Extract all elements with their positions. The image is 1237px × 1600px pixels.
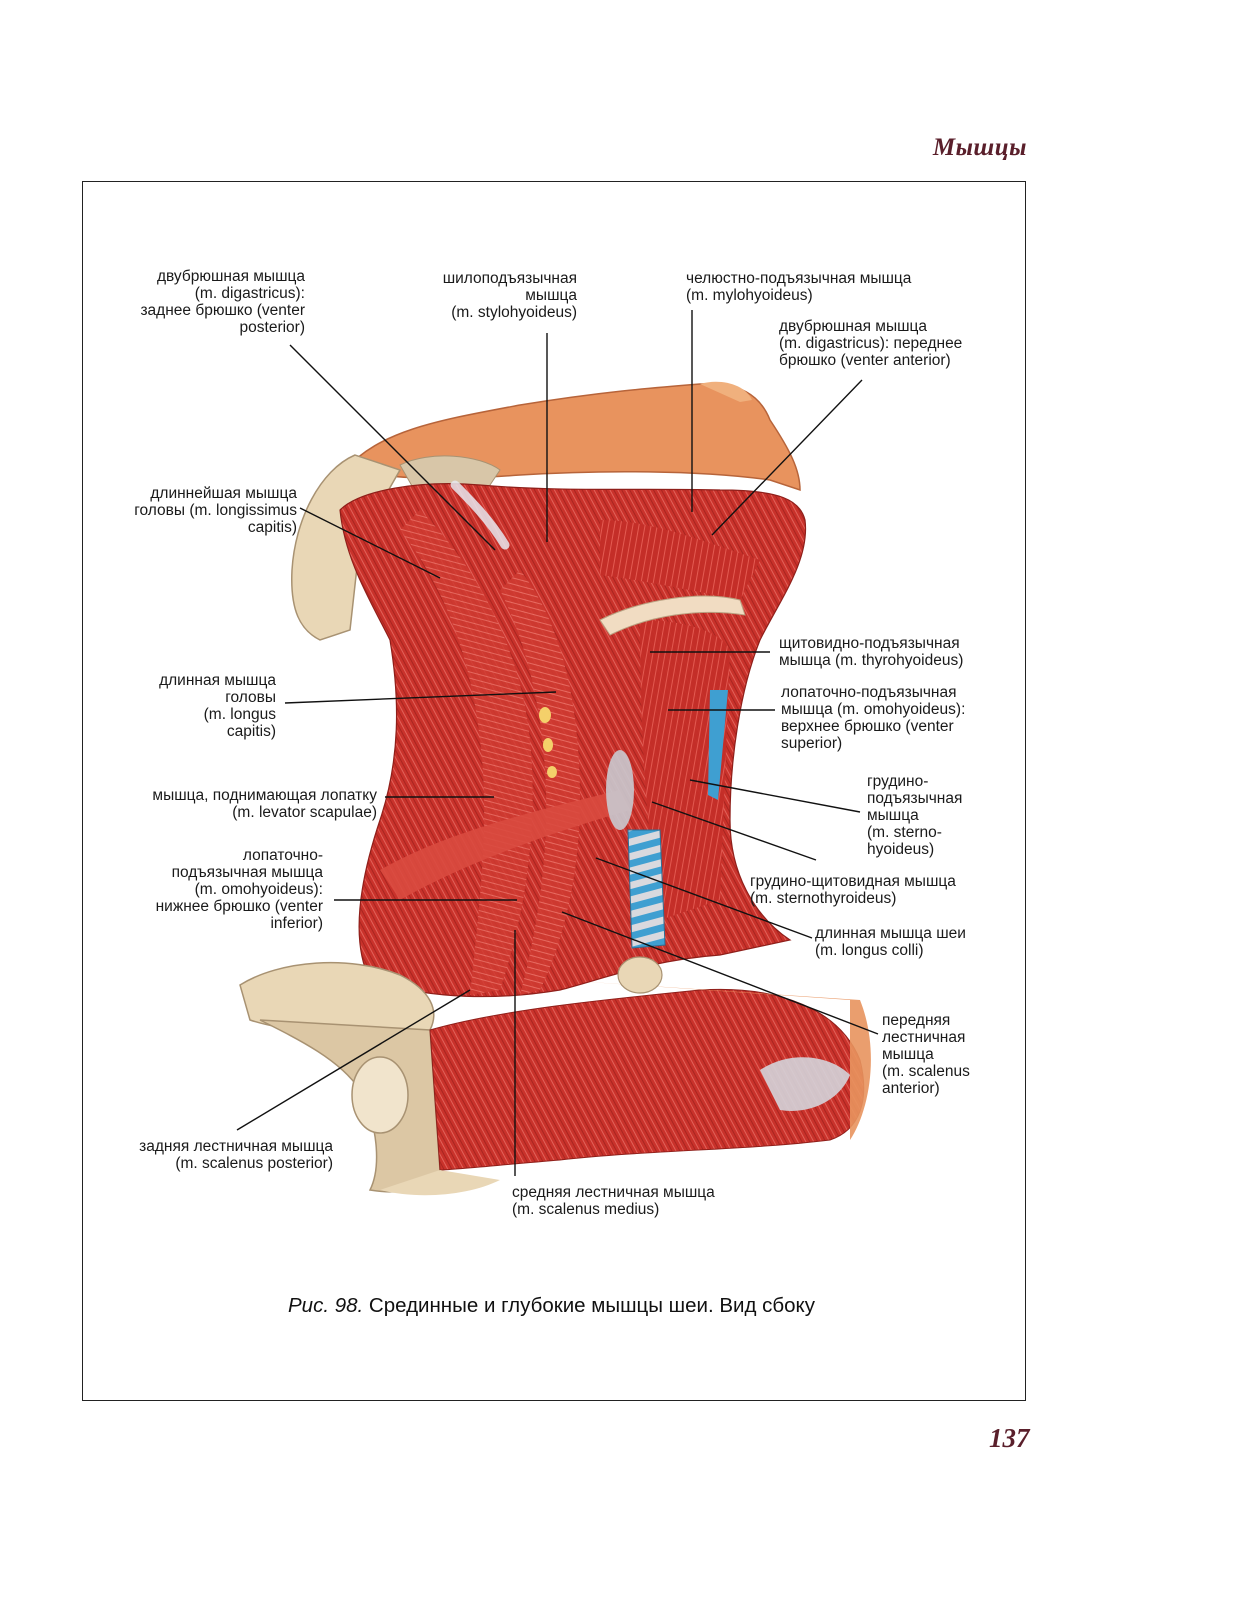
label-scalenus-posterior: задняя лестничная мышца (m. scalenus pos… xyxy=(139,1138,333,1172)
leader-scalenus-anterior xyxy=(561,911,879,1035)
label-omohyoid-superior: лопаточно-подъязычная мышца (m. omohyoid… xyxy=(781,684,966,752)
leader-lines xyxy=(236,310,879,1176)
label-mylohyoid: челюстно-подъязычная мышца (m. mylohyoid… xyxy=(686,270,912,304)
label-sternothyroid: грудино-щитовидная мышца (m. sternothyro… xyxy=(750,873,956,907)
lymph-nodes xyxy=(539,707,557,778)
leader-longissimus-capitis xyxy=(299,507,441,579)
label-digastric-posterior: двубрюшная мышца (m. digastricus): задне… xyxy=(140,268,305,336)
label-stylohyoid: шилоподъязычная мышца (m. stylohyoideus) xyxy=(442,270,577,321)
label-longissimus-capitis: длиннейшая мышца головы (m. longissimus … xyxy=(134,485,297,536)
label-scalenus-anterior: передняя лестничная мышца (m. scalenus a… xyxy=(882,1012,970,1097)
label-digastric-anterior: двубрюшная мышца (m. digastricus): перед… xyxy=(779,318,963,369)
page-number: 137 xyxy=(989,1423,1030,1453)
shoulder-bones xyxy=(239,956,871,1196)
leader-longus-capitis xyxy=(284,691,557,704)
running-head-section-title: Мышцы xyxy=(932,134,1027,161)
figure-frame xyxy=(82,181,1026,1401)
label-scalenus-medius: средняя лестничная мышца (m. scalenus me… xyxy=(512,1184,715,1218)
leader-scalenus-posterior xyxy=(236,989,471,1131)
figure-caption: Рис. 98. Срединные и глубокие мышцы шеи.… xyxy=(288,1294,815,1318)
leader-digastric-posterior xyxy=(289,344,496,551)
label-omohyoid-inferior: лопаточно- подъязычная мышца (m. omohyoi… xyxy=(155,847,323,932)
label-sternohyoid: грудино- подъязычная мышца (m. sterno- h… xyxy=(867,773,963,858)
leader-sternothyroid xyxy=(651,801,817,861)
muscle-mass xyxy=(339,483,807,998)
label-longus-colli: длинная мышца шеи (m. longus colli) xyxy=(815,925,966,959)
figure-ref: Рис. 98. xyxy=(288,1294,364,1317)
leader-sternohyoid xyxy=(689,779,861,813)
hyoid-tendons xyxy=(450,480,746,830)
trachea xyxy=(627,690,728,949)
figure-caption-text: Срединные и глубокие мышцы шеи. Вид сбок… xyxy=(368,1294,815,1317)
leader-longus-colli xyxy=(595,857,813,939)
label-longus-capitis: длинная мышца головы (m. longus capitis) xyxy=(159,672,276,740)
leader-digastric-anterior xyxy=(711,379,863,536)
label-levator-scapulae: мышца, поднимающая лопатку (m. levator s… xyxy=(152,787,377,821)
label-thyrohyoid: щитовидно-подъязычная мышца (m. thyrohyo… xyxy=(779,635,964,669)
